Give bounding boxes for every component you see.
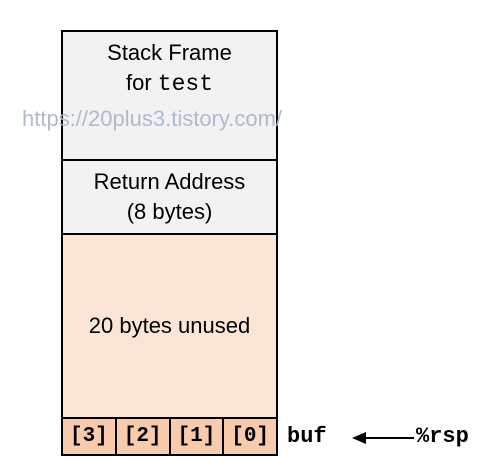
stack-frame-block: Stack Frame for test	[61, 30, 278, 161]
rsp-register-label: %rsp	[416, 424, 469, 449]
buf-cell-2: [2]	[114, 417, 171, 456]
stack-frame-for-text: for	[125, 70, 158, 95]
unused-bytes-block: 20 bytes unused	[61, 233, 278, 419]
buf-cell-0: [0]	[222, 417, 278, 456]
return-address-title: Return Address	[93, 169, 246, 194]
buf-cell-3: [3]	[61, 417, 117, 456]
left-arrow-icon	[352, 432, 414, 444]
buf-cell-1: [1]	[168, 417, 225, 456]
unused-bytes-label: 20 bytes unused	[88, 313, 251, 338]
return-address-size: (8 bytes)	[126, 199, 213, 224]
return-address-block: Return Address (8 bytes)	[61, 159, 278, 235]
stack-frame-subtitle: for test	[126, 68, 213, 99]
buf-label: buf	[287, 424, 327, 449]
buf-array-row: [3] [2] [1] [0]	[61, 417, 278, 456]
function-name-test: test	[157, 71, 213, 97]
stack-frame-title: Stack Frame	[107, 40, 232, 65]
